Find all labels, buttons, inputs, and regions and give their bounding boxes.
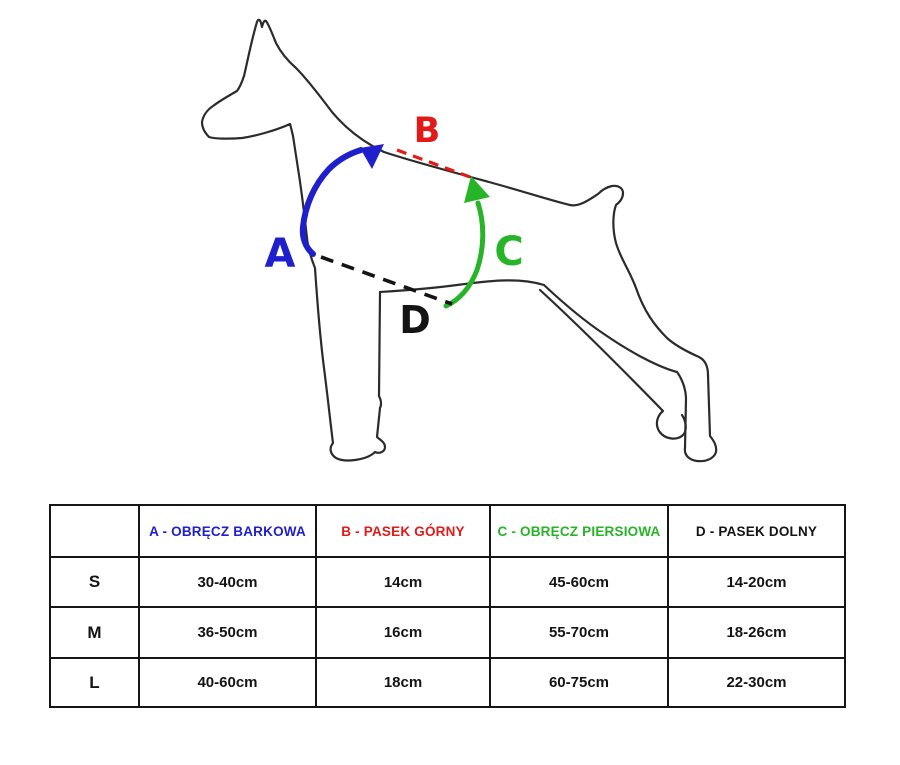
header-cell-empty [49,504,140,558]
shoulder-girth-arc [299,147,364,257]
marker-letter-c: C [494,229,523,275]
marker-letter-b: B [414,111,441,151]
marker-letter-a: A [265,231,296,277]
dog-body-outline [200,18,718,463]
size-label-m: M [49,606,140,659]
dog-measurement-diagram: A B C D [200,18,718,463]
value-s-d: 14-20cm [667,556,846,608]
header-cell-d-bottom-strap: D - PASEK DOLNY [667,504,846,558]
dog-outline [200,18,718,463]
size-label-l: L [49,657,140,708]
chest-girth-arc [443,200,486,309]
table-row-size-m: M 36-50cm 16cm 55-70cm 18-26cm [49,606,846,659]
value-m-c: 55-70cm [489,606,669,659]
shoulder-girth-arrowhead [360,144,384,169]
top-strap-line [396,148,471,179]
value-l-c: 60-75cm [489,657,669,708]
value-s-a: 30-40cm [138,556,317,608]
value-m-b: 16cm [315,606,491,659]
size-table-header-row: A - OBRĘCZ BARKOWA B - PASEK GÓRNY C - O… [49,504,846,558]
bottom-strap-line [320,255,453,306]
shoulder-girth-arrow [299,144,384,257]
header-cell-b-top-strap: B - PASEK GÓRNY [315,504,491,558]
dog-far-rear-leg [538,288,687,440]
header-cell-a-shoulder-girth: A - OBRĘCZ BARKOWA [138,504,317,558]
size-table-container: A - OBRĘCZ BARKOWA B - PASEK GÓRNY C - O… [49,504,846,708]
value-l-b: 18cm [315,657,491,708]
value-l-a: 40-60cm [138,657,317,708]
header-cell-c-chest-girth: C - OBRĘCZ PIERSIOWA [489,504,669,558]
table-row-size-s: S 30-40cm 14cm 45-60cm 14-20cm [49,556,846,608]
marker-letter-d: D [399,298,431,342]
value-m-d: 18-26cm [667,606,846,659]
value-m-a: 36-50cm [138,606,317,659]
chest-girth-arrowhead [464,176,490,203]
value-s-b: 14cm [315,556,491,608]
chest-girth-arrow [443,176,490,309]
table-row-size-l: L 40-60cm 18cm 60-75cm 22-30cm [49,657,846,708]
value-l-d: 22-30cm [667,657,846,708]
size-label-s: S [49,556,140,608]
size-table: A - OBRĘCZ BARKOWA B - PASEK GÓRNY C - O… [49,504,846,708]
value-s-c: 45-60cm [489,556,669,608]
